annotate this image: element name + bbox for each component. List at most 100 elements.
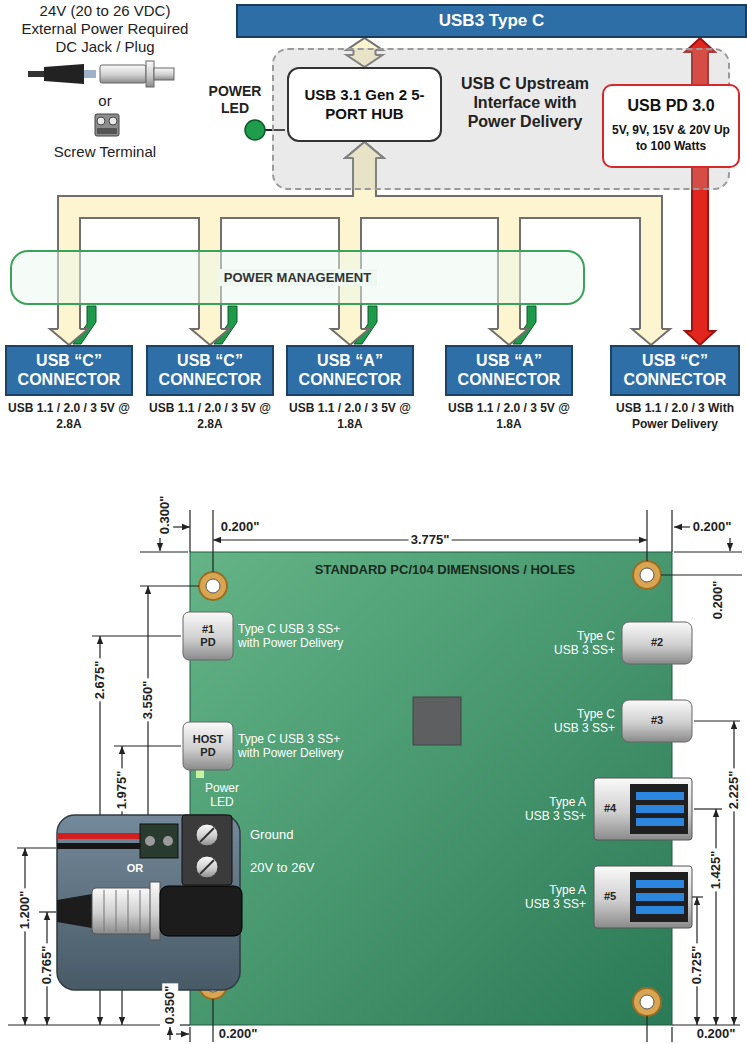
power-input-module <box>140 824 178 858</box>
power-input-module <box>57 833 140 839</box>
power-input-module <box>116 890 117 932</box>
node-caption: USB 1.1 / 2.0 / 3 5V @ 1.8A <box>448 400 570 432</box>
node-label: USB C Upstream Interface with Power Deli… <box>450 74 600 132</box>
node-caption: USB 1.1 / 2.0 / 3 With Power Delivery <box>614 400 736 432</box>
extension-line <box>212 999 213 1042</box>
connector-box: USB “A” CONNECTORUSB 1.1 / 2.0 / 3 5V @ … <box>286 345 414 396</box>
usb-connector-symbol <box>183 722 233 770</box>
dimension-label: 3.775" <box>409 532 452 548</box>
node-label: USB3 Type C <box>439 11 545 31</box>
usb-connector-symbol <box>622 622 692 664</box>
extension-line <box>661 574 742 575</box>
connector-number: HOST PD <box>189 733 227 759</box>
power-led-symbol <box>245 120 265 140</box>
dc-jack-icon <box>154 68 174 80</box>
screw-terminal-icon <box>97 117 105 125</box>
mounting-hole <box>199 561 661 1016</box>
screw-terminal-icon <box>97 128 117 134</box>
node-label: USB 3.1 Gen 2 5-PORT HUB <box>293 86 436 124</box>
mounting-hole <box>206 579 220 593</box>
extension-line <box>189 510 190 552</box>
dc-jack-icon <box>28 71 44 77</box>
connector-box: USB “C” CONNECTORUSB 1.1 / 2.0 / 3 With … <box>610 345 740 396</box>
extension-line <box>17 847 56 848</box>
note-label: Screw Terminal <box>54 143 156 161</box>
upstream-region: USB C Upstream Interface with Power Deli… <box>272 48 730 190</box>
mounting-hole <box>199 572 227 600</box>
dimension-line <box>24 848 25 1025</box>
power-input-module <box>128 890 129 932</box>
dc-jack-icon <box>100 65 146 83</box>
terminal-label: 20V to 26V <box>250 860 314 876</box>
power-input-module <box>150 882 160 940</box>
dimension-line <box>169 1027 170 1040</box>
terminal-label: Ground <box>250 827 293 843</box>
connector-arrow-fill <box>693 168 707 331</box>
connector-description: Power LED <box>200 781 244 810</box>
dimension-label: 2.225" <box>726 769 742 812</box>
usb-connector-symbol <box>636 805 684 813</box>
usb-connector-symbol <box>183 612 692 928</box>
power-input-module <box>200 828 214 842</box>
note-label: 24V (20 to 26 VDC) External Power Requir… <box>13 2 198 38</box>
power-input-module <box>57 815 242 990</box>
dimension-label: 0.200" <box>695 1026 738 1042</box>
extension-line <box>694 720 740 721</box>
connector-description: Type A USB 3 SS+ <box>522 795 586 824</box>
usb-connector-symbol <box>636 792 684 800</box>
power-delivery-box: USB PD 3.05V, 9V, 15V & 20V Up to 100 Wa… <box>602 84 740 168</box>
screw-terminal-icon <box>109 117 117 125</box>
power-input-module <box>92 888 152 934</box>
power-input-module <box>196 824 218 846</box>
power-input-module <box>57 894 92 928</box>
power-input-module <box>196 856 218 878</box>
usb-connector-symbol <box>594 778 692 840</box>
power-input-module <box>182 815 232 885</box>
extension-line <box>140 551 188 552</box>
dimension-label: 1.200" <box>17 889 33 932</box>
connector-arrow <box>691 168 709 331</box>
extension-line <box>8 510 742 1042</box>
usb-connector-symbol <box>636 880 684 888</box>
usb-connector-symbol <box>636 893 684 901</box>
dimension-label: 2.675" <box>92 659 108 702</box>
mounting-hole <box>633 988 661 1016</box>
dc-jack-icon <box>44 64 84 84</box>
pc104-board <box>196 770 204 778</box>
node-label: USB “C” CONNECTOR <box>616 352 734 389</box>
usb-connector-symbol <box>630 784 688 834</box>
dimension-label: 0.200" <box>219 519 262 535</box>
dimension-line <box>729 538 730 551</box>
connector-number: #2 <box>651 636 663 649</box>
connector-number: #5 <box>604 890 616 903</box>
extension-line <box>92 635 181 636</box>
connector-number: #4 <box>604 802 616 815</box>
node-caption: 5V, 9V, 15V & 20V Up to 100 Watts <box>608 123 734 154</box>
dimension-line <box>733 721 734 1025</box>
usb-connector-symbol <box>594 866 692 928</box>
dimension-label: 0.350" <box>162 984 178 1027</box>
arrowhead <box>50 329 88 345</box>
dimension-label: 1.425" <box>708 849 724 892</box>
dimension-line <box>25 527 734 1040</box>
extension-line <box>189 1027 190 1042</box>
note-label: or <box>98 92 111 110</box>
node-label: USB “C” CONNECTOR <box>152 352 268 389</box>
dimension-label: 1.975" <box>114 769 130 812</box>
mounting-hole <box>640 568 654 582</box>
mounting-hole <box>640 995 654 1009</box>
arrowhead <box>490 329 528 345</box>
power-input-module <box>163 836 173 846</box>
connector-box: USB “C” CONNECTORUSB 1.1 / 2.0 / 3 5V @ … <box>5 345 133 396</box>
screw-terminal-icon <box>95 114 119 136</box>
power-input-module <box>140 890 141 932</box>
connector-description: Type C USB 3 SS+ <box>551 707 615 736</box>
extension-line <box>180 1024 190 1025</box>
hub-box: USB 3.1 Gen 2 5-PORT HUB <box>287 67 442 142</box>
power-input-module <box>104 890 105 932</box>
extension-line <box>646 1016 647 1042</box>
extension-line <box>671 1027 672 1042</box>
extension-line <box>671 510 672 552</box>
mounting-hole <box>633 561 661 589</box>
